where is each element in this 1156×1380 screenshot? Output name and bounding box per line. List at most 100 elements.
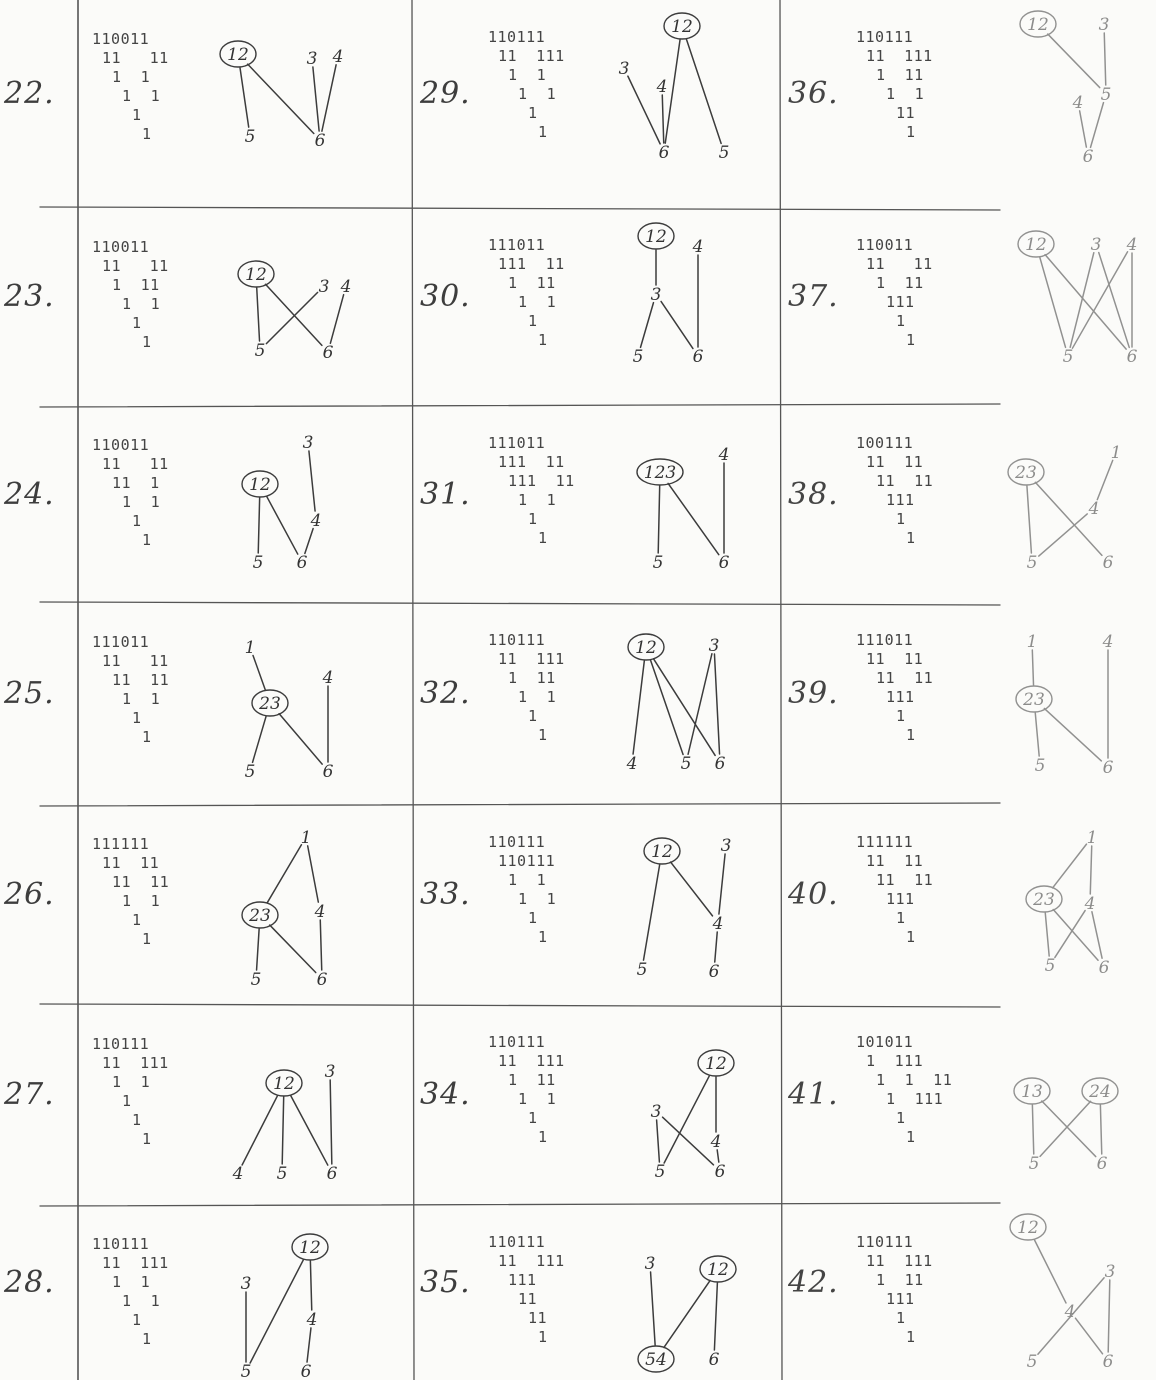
graph-node: 6	[715, 1162, 726, 1182]
tally-row: 1 1	[488, 491, 575, 510]
node-label: 12	[245, 265, 267, 285]
node-label: 6	[1097, 1154, 1108, 1174]
graph-node: 5	[1035, 756, 1046, 776]
graph-edge	[240, 68, 249, 127]
entry-number: 24.	[4, 477, 55, 512]
graph-edge	[291, 1095, 328, 1165]
tally-row: 11 111	[856, 47, 933, 66]
tally-row: 11 1	[92, 474, 169, 493]
graph-node: 3	[319, 277, 330, 297]
graph-node: 4	[314, 902, 326, 922]
node-label: 4	[1102, 632, 1114, 652]
graph-node: 5	[255, 341, 266, 361]
tally-row: 1	[488, 909, 556, 928]
graph-edge	[1104, 33, 1105, 85]
entry-number: 33.	[420, 877, 471, 912]
graph-node-circled: 12	[220, 41, 256, 67]
graph-edge	[330, 295, 343, 344]
graph-node-circled: 12	[1010, 1214, 1046, 1240]
tally-row: 110011	[92, 30, 169, 49]
graph-node: 3	[645, 1254, 656, 1274]
node-label: 12	[299, 1238, 321, 1258]
node-label: 5	[1101, 85, 1112, 105]
graph-node: 1	[1087, 828, 1098, 848]
tally-row: 1 1	[92, 68, 169, 87]
tally-row: 1 11	[856, 274, 933, 293]
graph-node: 1	[1027, 632, 1038, 652]
tally-row: 11 11	[92, 854, 169, 873]
graph-edge	[267, 845, 301, 903]
graph-edge	[267, 496, 298, 554]
tally-triangle: 1101111101111 11 111	[488, 833, 556, 947]
graph-node: 6	[1083, 147, 1094, 167]
tally-row: 11 11	[856, 852, 933, 871]
node-label: 6	[1083, 147, 1094, 167]
node-label: 4	[332, 47, 344, 67]
graph-node: 3	[1099, 15, 1110, 35]
graph-edge	[257, 288, 260, 341]
graph-edge	[1090, 846, 1091, 894]
node-label: 5	[1027, 1352, 1038, 1372]
graph-node-circled: 12	[238, 261, 274, 287]
graph-edge	[266, 292, 317, 343]
graph-node: 5	[1101, 85, 1112, 105]
graph-node: 5	[245, 762, 256, 782]
graph-edge	[310, 1261, 311, 1310]
tally-row: 1	[488, 331, 565, 350]
tally-row: 11 11	[92, 873, 169, 892]
graph-diagram: 312456	[220, 412, 395, 587]
graph-node: 5	[245, 127, 256, 147]
tally-triangle: 11001111 1111 11 111	[92, 436, 169, 550]
graph-node-circled: 23	[242, 902, 278, 928]
graph-node: 5	[253, 553, 264, 573]
tally-row: 110011	[92, 436, 169, 455]
tally-row: 1	[856, 707, 933, 726]
entry-number: 39.	[788, 676, 839, 711]
graph-edge	[1044, 708, 1101, 760]
tally-row: 1	[856, 909, 933, 928]
node-label: 4	[314, 902, 326, 922]
tally-row: 1	[92, 911, 169, 930]
entry-number: 40.	[788, 877, 839, 912]
entry-number: 35.	[420, 1265, 471, 1300]
tally-row: 1	[856, 510, 933, 529]
node-label: 6	[1099, 958, 1110, 978]
tally-row: 1	[488, 123, 565, 142]
graph-node: 4	[692, 237, 704, 257]
graph-node: 5	[633, 347, 644, 367]
entry-number: 26.	[4, 877, 55, 912]
graph-node-circled: 23	[1016, 686, 1052, 712]
node-label: 12	[707, 1260, 729, 1280]
node-label: 1	[245, 638, 256, 658]
node-label: 6	[719, 553, 730, 573]
graph-edge	[1032, 650, 1033, 685]
entry-cell: 41.1010111 1111 1 111 11111132456	[780, 1005, 1156, 1205]
node-label: 23	[1032, 890, 1055, 910]
node-label: 5	[1045, 956, 1056, 976]
graph-diagram: 132456	[972, 1011, 1147, 1186]
graph-node: 6	[301, 1362, 312, 1380]
tally-row: 1	[92, 1092, 169, 1111]
graph-node: 1	[1111, 443, 1122, 463]
graph-node: 5	[655, 1162, 666, 1182]
tally-triangle: 11011111 1111 1111	[92, 1035, 169, 1149]
graph-node: 3	[619, 59, 630, 79]
tally-row: 11 111	[92, 1254, 169, 1273]
tally-row: 1	[488, 1109, 565, 1128]
tally-row: 1	[92, 314, 169, 333]
tally-row: 1 11	[856, 1271, 933, 1290]
entry-cell: 42.11011111 1111 1111111123456	[780, 1205, 1156, 1380]
graph-diagram: 312546	[602, 1211, 777, 1380]
tally-row: 11 111	[92, 1054, 169, 1073]
node-label: 6	[1127, 347, 1138, 367]
graph-edge	[1075, 1318, 1102, 1354]
tally-row: 11 11	[856, 650, 933, 669]
tally-row: 1	[856, 1309, 933, 1328]
graph-node: 4	[332, 47, 344, 67]
node-label: 5	[1027, 553, 1038, 573]
tally-row: 1	[92, 1111, 169, 1130]
graph-edge	[665, 40, 680, 143]
